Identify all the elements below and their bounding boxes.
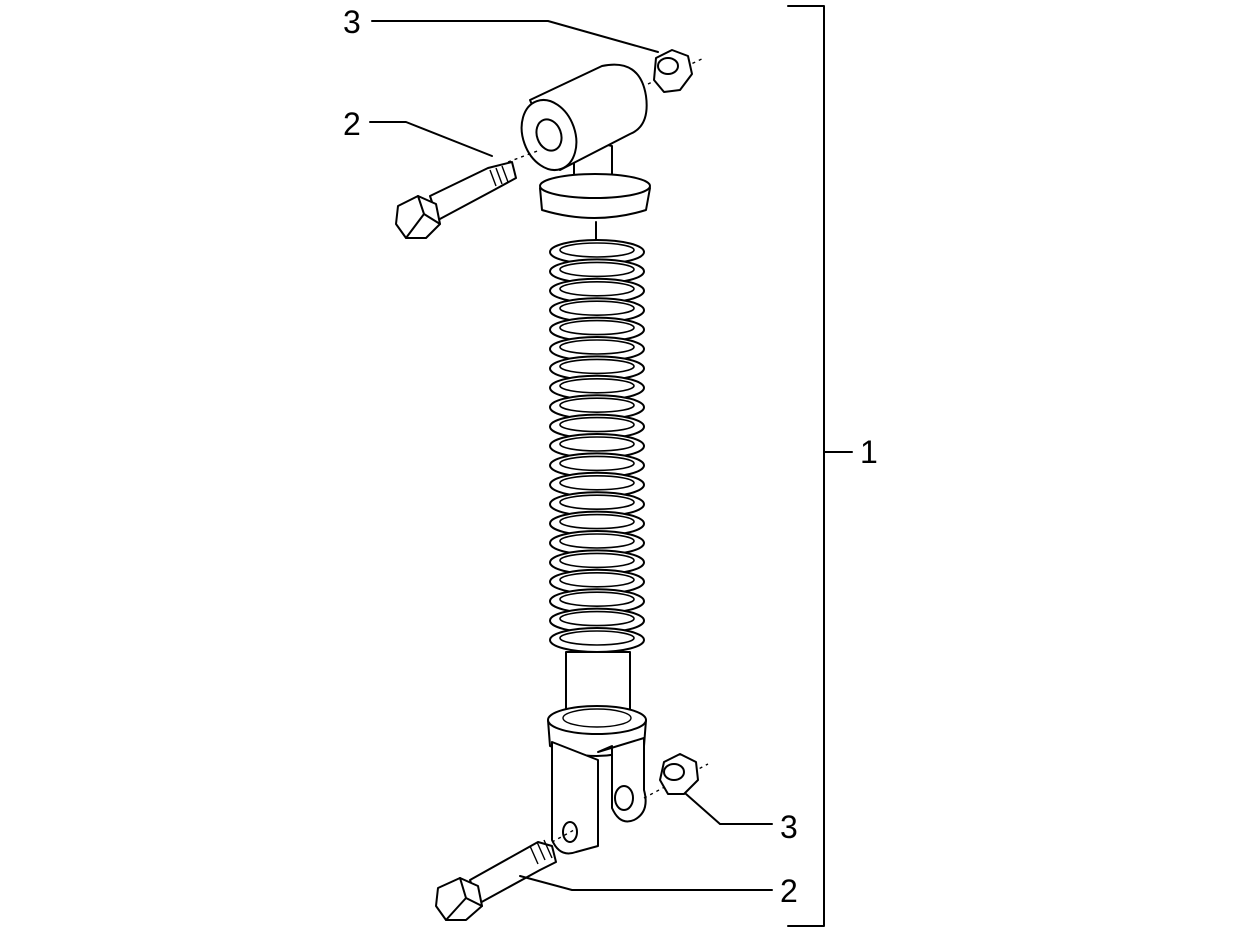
spring-coil-inner — [559, 397, 635, 414]
spring-coil-inner — [559, 591, 635, 608]
spring-coil-inner — [559, 474, 635, 491]
spring-coil-inner — [559, 280, 635, 297]
damper-body — [547, 651, 647, 757]
spring-coil-inner — [559, 339, 635, 355]
spring-coil-inner — [559, 533, 635, 549]
spring-coil-inner — [559, 358, 635, 375]
spring-coil-inner — [559, 552, 635, 569]
top-nut — [647, 49, 705, 93]
spring-coil-inner — [559, 261, 635, 278]
spring-coil-inner — [559, 300, 635, 317]
spring-coil-inner — [559, 377, 635, 394]
spring-coil-inner — [559, 455, 635, 472]
top-bolt — [395, 149, 541, 239]
spring-coil-inner — [559, 494, 635, 511]
callout-assembly: 1 — [860, 434, 878, 470]
bottom-clevis — [551, 737, 647, 855]
spring-coil-inner — [559, 571, 635, 588]
spring-coil-inner — [559, 630, 635, 646]
spring-coil-inner — [559, 242, 635, 258]
leader-lines — [369, 20, 773, 891]
assembly-bracket — [787, 5, 853, 927]
spring-coil-inner — [559, 610, 635, 627]
callout-bottom-nut: 3 — [780, 809, 798, 845]
spring-coil-inner — [559, 416, 635, 433]
spring-coil-inner — [559, 436, 635, 452]
callout-top-nut: 3 — [343, 4, 361, 40]
spring-coil-inner — [559, 513, 635, 530]
bottom-nut — [643, 753, 709, 799]
bottom-bolt — [435, 829, 575, 921]
callout-bottom-bolt: 2 — [780, 873, 798, 909]
top-mount-eye — [520, 63, 648, 183]
coil-spring — [549, 239, 645, 653]
spring-coil-inner — [559, 319, 635, 336]
callout-top-bolt: 2 — [343, 106, 361, 142]
